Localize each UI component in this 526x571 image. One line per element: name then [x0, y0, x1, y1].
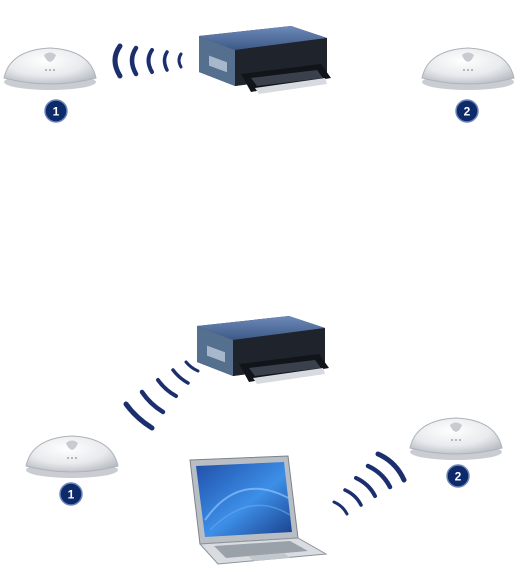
- signal-wave: [132, 48, 136, 74]
- badge-2: 2: [447, 465, 469, 487]
- badge-number: 1: [53, 105, 60, 119]
- base-station-2: [410, 418, 502, 460]
- signal-wave: [165, 52, 168, 70]
- signal-wave: [142, 392, 163, 412]
- base-station-2: [422, 48, 514, 90]
- base-station-1: [26, 436, 118, 478]
- scenario-2: 1 2: [26, 316, 502, 564]
- badge-number: 2: [455, 470, 462, 484]
- signal-wave: [126, 404, 152, 428]
- wireless-signal-laptop: [334, 454, 404, 514]
- printer-icon: [199, 26, 331, 94]
- scenario-1: 1 2: [4, 26, 514, 122]
- wireless-signal-1: [115, 46, 181, 76]
- airport-base-station-icon: [4, 48, 96, 90]
- badge-number: 1: [68, 488, 75, 502]
- signal-wave: [173, 370, 188, 383]
- badge-1: 1: [45, 100, 67, 122]
- printer-icon: [197, 316, 329, 384]
- signal-wave: [368, 466, 390, 487]
- signal-wave: [186, 362, 198, 371]
- badge-number: 2: [464, 105, 471, 119]
- signal-wave: [334, 502, 347, 514]
- airport-base-station-icon: [422, 48, 514, 90]
- badge-1: 1: [60, 483, 82, 505]
- badge-2: 2: [456, 100, 478, 122]
- signal-wave: [115, 46, 120, 76]
- signal-wave: [149, 50, 153, 72]
- base-station-1: [4, 48, 96, 90]
- laptop-icon: [190, 456, 326, 564]
- airport-base-station-icon: [410, 418, 502, 460]
- airport-base-station-icon: [26, 436, 118, 478]
- signal-wave: [179, 54, 181, 67]
- signal-wave: [345, 490, 361, 505]
- wireless-signal-printer: [126, 362, 198, 428]
- signal-wave: [356, 478, 375, 496]
- signal-wave: [158, 380, 176, 396]
